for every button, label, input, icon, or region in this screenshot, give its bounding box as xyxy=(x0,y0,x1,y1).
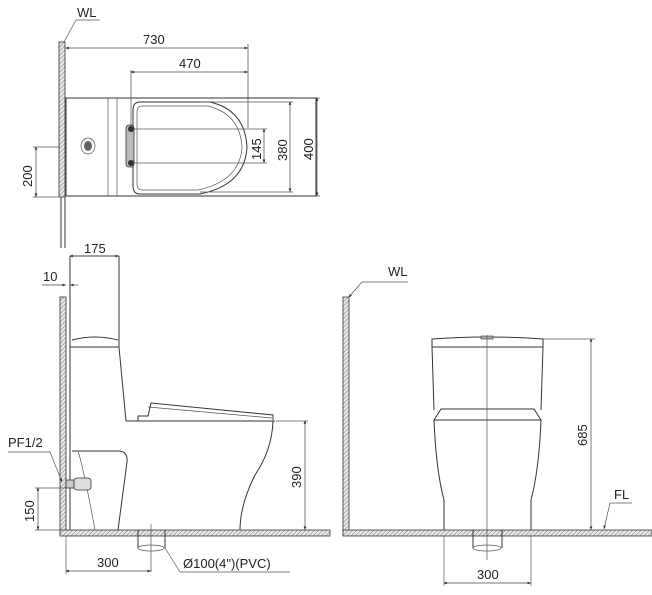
side-floor-hatch xyxy=(59,529,331,537)
top-view: WL 730 470 145 380 xyxy=(20,5,320,248)
dim-outlet-from-side: 200 xyxy=(20,165,35,187)
side-seat-lid xyxy=(137,402,274,421)
bowl-front-curve xyxy=(239,420,274,531)
floor-label: FL xyxy=(614,487,629,502)
side-view: PF1/2 Ø100(4")(PVC) 175 10 150 390 300 xyxy=(8,241,331,574)
drain-label: Ø100(4")(PVC) xyxy=(183,556,271,571)
dim-seat-width: 380 xyxy=(275,139,290,161)
front-seat xyxy=(433,408,542,421)
outlet-symbol xyxy=(80,137,96,155)
dim-overall-length: 730 xyxy=(143,32,165,47)
hinge-bracket xyxy=(125,124,135,168)
dim-seat-height: 390 xyxy=(289,466,304,488)
front-view: WL 685 FL 300 xyxy=(342,264,652,586)
front-wall-label: WL xyxy=(388,264,408,279)
top-wall-label: WL xyxy=(77,5,97,20)
dim-overall-width: 400 xyxy=(301,138,316,160)
dim-overall-height: 685 xyxy=(575,424,590,446)
dim-hinge-spacing: 145 xyxy=(249,138,264,160)
seat-outline xyxy=(132,101,248,195)
front-wall-hatch xyxy=(342,296,350,536)
front-floor-hatch xyxy=(342,529,652,537)
dim-outlet-from-wall: 300 xyxy=(97,555,119,570)
dim-tank-depth: 175 xyxy=(84,241,106,256)
supply-label: PF1/2 xyxy=(8,435,43,450)
wall-hatch xyxy=(58,41,66,198)
side-wall-hatch xyxy=(59,296,67,536)
dim-seat-length: 470 xyxy=(179,56,201,71)
dim-supply-height: 150 xyxy=(22,500,37,522)
front-tank-lid xyxy=(431,336,544,348)
supply-valve xyxy=(73,477,92,491)
dim-base-width: 300 xyxy=(477,567,499,582)
dim-wall-gap: 10 xyxy=(43,269,57,284)
